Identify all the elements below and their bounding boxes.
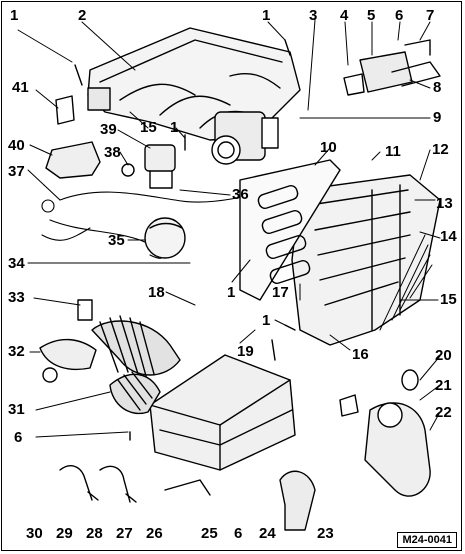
callout-24: 24	[259, 525, 276, 542]
injector-leader-lines	[379, 234, 433, 331]
callout-6: 6	[234, 525, 243, 542]
callout-40: 40	[8, 137, 25, 154]
callout-11: 11	[385, 143, 401, 160]
callout-35: 35	[108, 232, 125, 249]
callout-3: 3	[309, 7, 318, 24]
callout-6: 6	[395, 7, 404, 24]
callout-15: 15	[140, 119, 157, 136]
callout-9: 9	[433, 109, 442, 126]
intake-ducting	[39, 299, 181, 415]
callout-33: 33	[8, 289, 25, 306]
intake-pipe-lower	[339, 369, 431, 497]
callout-39: 39	[100, 121, 117, 138]
throttle-body	[211, 111, 279, 165]
callout-14: 14	[440, 228, 457, 245]
callout-28: 28	[86, 525, 103, 542]
control-unit	[343, 39, 441, 96]
callout-26: 26	[146, 525, 163, 542]
callout-38: 38	[104, 144, 121, 161]
callout-30: 30	[26, 525, 43, 542]
callout-16: 16	[352, 346, 369, 363]
callout-13: 13	[436, 195, 453, 212]
callout-25: 25	[201, 525, 218, 542]
callout-17: 17	[272, 284, 289, 301]
lower-air-pipe	[279, 470, 316, 531]
callout-15: 15	[440, 291, 457, 308]
callout-2: 2	[78, 7, 87, 24]
callout-8: 8	[433, 79, 442, 96]
callout-12: 12	[432, 141, 449, 158]
callout-22: 22	[435, 404, 452, 421]
callout-1: 1	[170, 119, 179, 136]
callout-20: 20	[435, 347, 452, 364]
callout-27: 27	[116, 525, 133, 542]
air-filter-housing	[149, 354, 296, 471]
callout-32: 32	[8, 343, 25, 360]
callout-1: 1	[262, 7, 271, 24]
callout-37: 37	[8, 163, 25, 180]
callout-23: 23	[317, 525, 334, 542]
callout-1: 1	[10, 7, 19, 24]
callout-29: 29	[56, 525, 73, 542]
intake-manifold-lower	[291, 174, 441, 346]
callout-10: 10	[320, 139, 337, 156]
callout-31: 31	[8, 401, 25, 418]
callout-18: 18	[148, 284, 165, 301]
callout-1: 1	[262, 312, 271, 329]
callout-19: 19	[237, 343, 254, 360]
callout-34: 34	[8, 255, 25, 272]
callout-leader-lines	[17, 19, 441, 438]
reference-code: M24-0041	[397, 532, 457, 548]
oxygen-sensors	[59, 465, 211, 503]
callout-7: 7	[426, 7, 435, 24]
vacuum-reservoir	[144, 217, 186, 259]
callout-36: 36	[232, 186, 249, 203]
callout-41: 41	[12, 79, 29, 96]
secondary-air-valve	[45, 95, 176, 189]
callout-1: 1	[227, 284, 236, 301]
callout-5: 5	[367, 7, 376, 24]
callout-4: 4	[340, 7, 349, 24]
callout-6: 6	[14, 429, 23, 446]
callout-21: 21	[435, 377, 452, 394]
